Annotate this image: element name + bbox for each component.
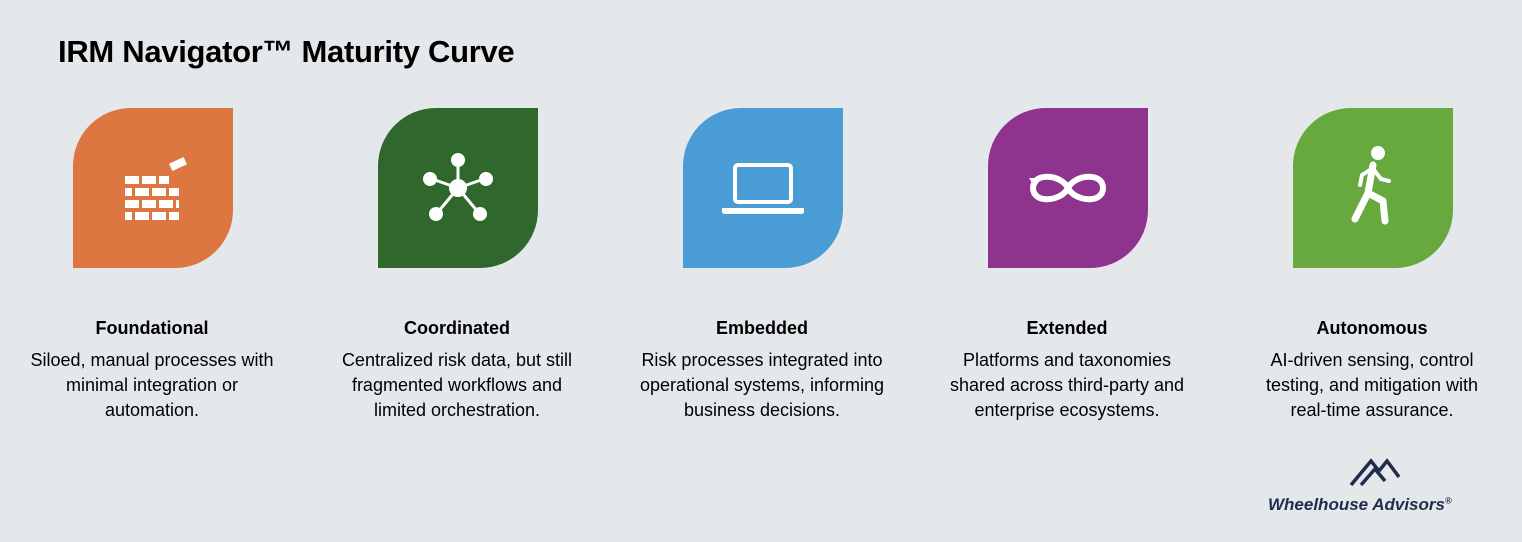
infinity-loop-icon [1029,173,1107,203]
stage-tile-foundational [73,108,233,268]
brand-logo: Wheelhouse Advisors® [1262,455,1502,517]
brick-wall-icon [125,156,187,220]
stage-tile-extended [988,108,1148,268]
registered-mark: ® [1444,495,1452,506]
stage-tile-autonomous [1293,108,1453,268]
stage-title: Foundational [95,318,209,338]
stage-description: Risk processes integrated into operation… [639,350,885,420]
stage-description: Siloed, manual processes with minimal in… [30,350,274,420]
wheelhouse-logo-icon [1349,458,1401,487]
walking-person-icon [1351,146,1391,225]
stage-title: Autonomous [1316,318,1428,338]
stage-description: Platforms and taxonomies shared across t… [949,350,1185,420]
stage-title: Embedded [715,318,808,338]
stage-tile-embedded [683,108,843,268]
stage-title: Extended [1026,318,1108,338]
stage-title: Coordinated [404,318,510,338]
stage-description: Centralized risk data, but still fragmen… [341,350,573,420]
laptop-icon [722,163,804,214]
page-title: IRM Navigator™ Maturity Curve [58,34,515,69]
network-hub-icon [423,153,493,221]
brand-name-text: Wheelhouse Advisors [1268,495,1445,514]
brand-name: Wheelhouse Advisors® [1268,495,1452,515]
stage-tile-coordinated [378,108,538,268]
stage-description: AI-driven sensing, control testing, and … [1265,350,1479,420]
